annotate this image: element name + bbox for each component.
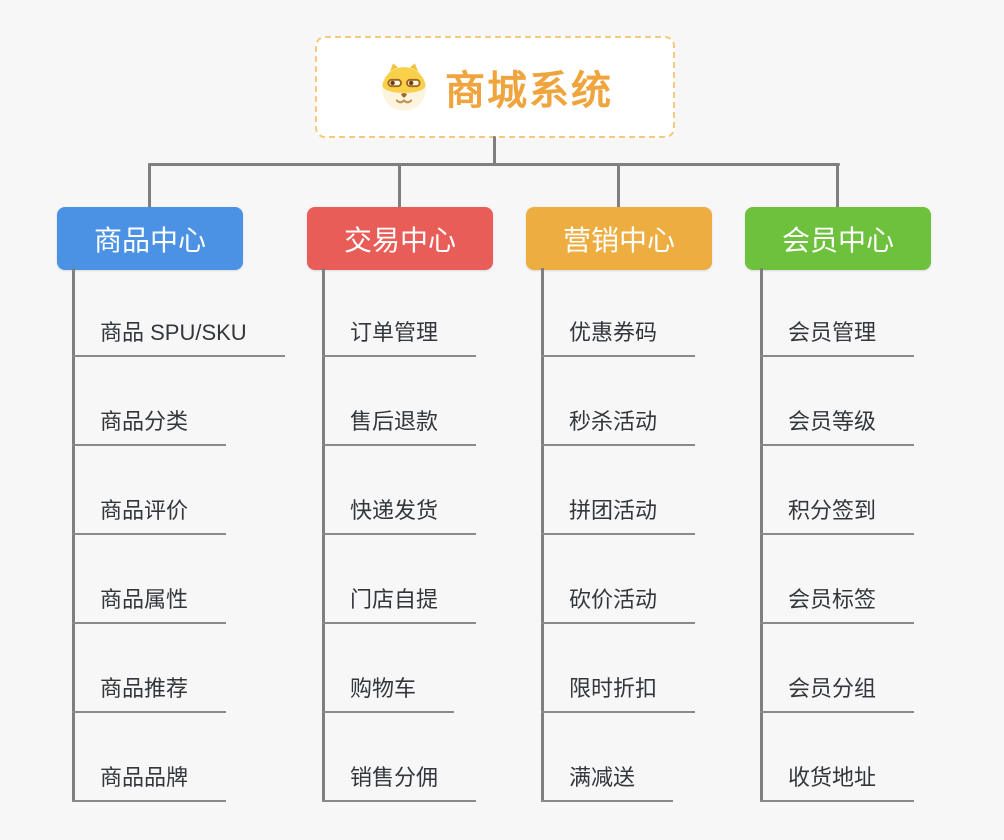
subtopic[interactable]: 会员分组	[760, 624, 915, 713]
dog-face-icon	[382, 63, 426, 111]
subtopic[interactable]: 商品属性	[72, 535, 227, 624]
branch-member-center: 会员中心 会员管理 会员等级 积分签到 会员标签 会员分组 收货地址	[745, 207, 931, 802]
subtopic[interactable]: 商品分类	[72, 357, 227, 446]
branch-line-trade-center	[322, 268, 325, 802]
subtopic[interactable]: 积分签到	[760, 446, 915, 535]
connector-drop-product	[148, 163, 151, 210]
subtopic[interactable]: 收货地址	[760, 713, 915, 802]
connector-drop-marketing	[617, 163, 620, 210]
branch-items-product-center: 商品 SPU/SKU 商品分类 商品评价 商品属性 商品推荐 商品品牌	[72, 270, 285, 802]
connector-root-stem	[493, 136, 496, 166]
root-topic-label: 商城系统	[445, 69, 613, 113]
subtopic[interactable]: 秒杀活动	[541, 357, 696, 446]
subtopic[interactable]: 商品品牌	[72, 713, 227, 802]
subtopic[interactable]: 售后退款	[322, 357, 477, 446]
branch-product-center: 商品中心 商品 SPU/SKU 商品分类 商品评价 商品属性 商品推荐 商品品牌	[57, 207, 285, 802]
subtopic[interactable]: 销售分佣	[322, 713, 477, 802]
branch-topic-product-center[interactable]: 商品中心	[57, 207, 243, 270]
branch-trade-center: 交易中心 订单管理 售后退款 快递发货 门店自提 购物车 销售分佣	[307, 207, 493, 802]
subtopic[interactable]: 商品推荐	[72, 624, 227, 713]
subtopic[interactable]: 优惠券码	[541, 270, 696, 357]
branch-line-member-center	[760, 268, 763, 802]
connector-drop-member	[836, 163, 839, 210]
root-topic[interactable]: 商城系统	[315, 36, 675, 138]
subtopic[interactable]: 商品 SPU/SKU	[72, 270, 285, 357]
subtopic[interactable]: 快递发货	[322, 446, 477, 535]
branch-line-marketing-center	[541, 268, 544, 802]
branch-line-product-center	[72, 268, 75, 802]
branch-topic-trade-center[interactable]: 交易中心	[307, 207, 493, 270]
branch-topic-member-center[interactable]: 会员中心	[745, 207, 931, 270]
branch-topic-marketing-center[interactable]: 营销中心	[526, 207, 712, 270]
subtopic[interactable]: 会员标签	[760, 535, 915, 624]
subtopic[interactable]: 会员管理	[760, 270, 915, 357]
subtopic[interactable]: 商品评价	[72, 446, 227, 535]
subtopic[interactable]: 拼团活动	[541, 446, 696, 535]
subtopic[interactable]: 限时折扣	[541, 624, 696, 713]
subtopic[interactable]: 砍价活动	[541, 535, 696, 624]
connector-rail	[148, 163, 840, 166]
subtopic[interactable]: 门店自提	[322, 535, 477, 624]
subtopic[interactable]: 购物车	[322, 624, 455, 713]
branch-items-member-center: 会员管理 会员等级 积分签到 会员标签 会员分组 收货地址	[760, 270, 915, 802]
branch-marketing-center: 营销中心 优惠券码 秒杀活动 拼团活动 砍价活动 限时折扣 满减送	[526, 207, 712, 802]
subtopic[interactable]: 满减送	[541, 713, 674, 802]
subtopic[interactable]: 订单管理	[322, 270, 477, 357]
connector-drop-trade	[398, 163, 401, 210]
subtopic[interactable]: 会员等级	[760, 357, 915, 446]
branch-items-marketing-center: 优惠券码 秒杀活动 拼团活动 砍价活动 限时折扣 满减送	[541, 270, 696, 802]
branch-items-trade-center: 订单管理 售后退款 快递发货 门店自提 购物车 销售分佣	[322, 270, 477, 802]
